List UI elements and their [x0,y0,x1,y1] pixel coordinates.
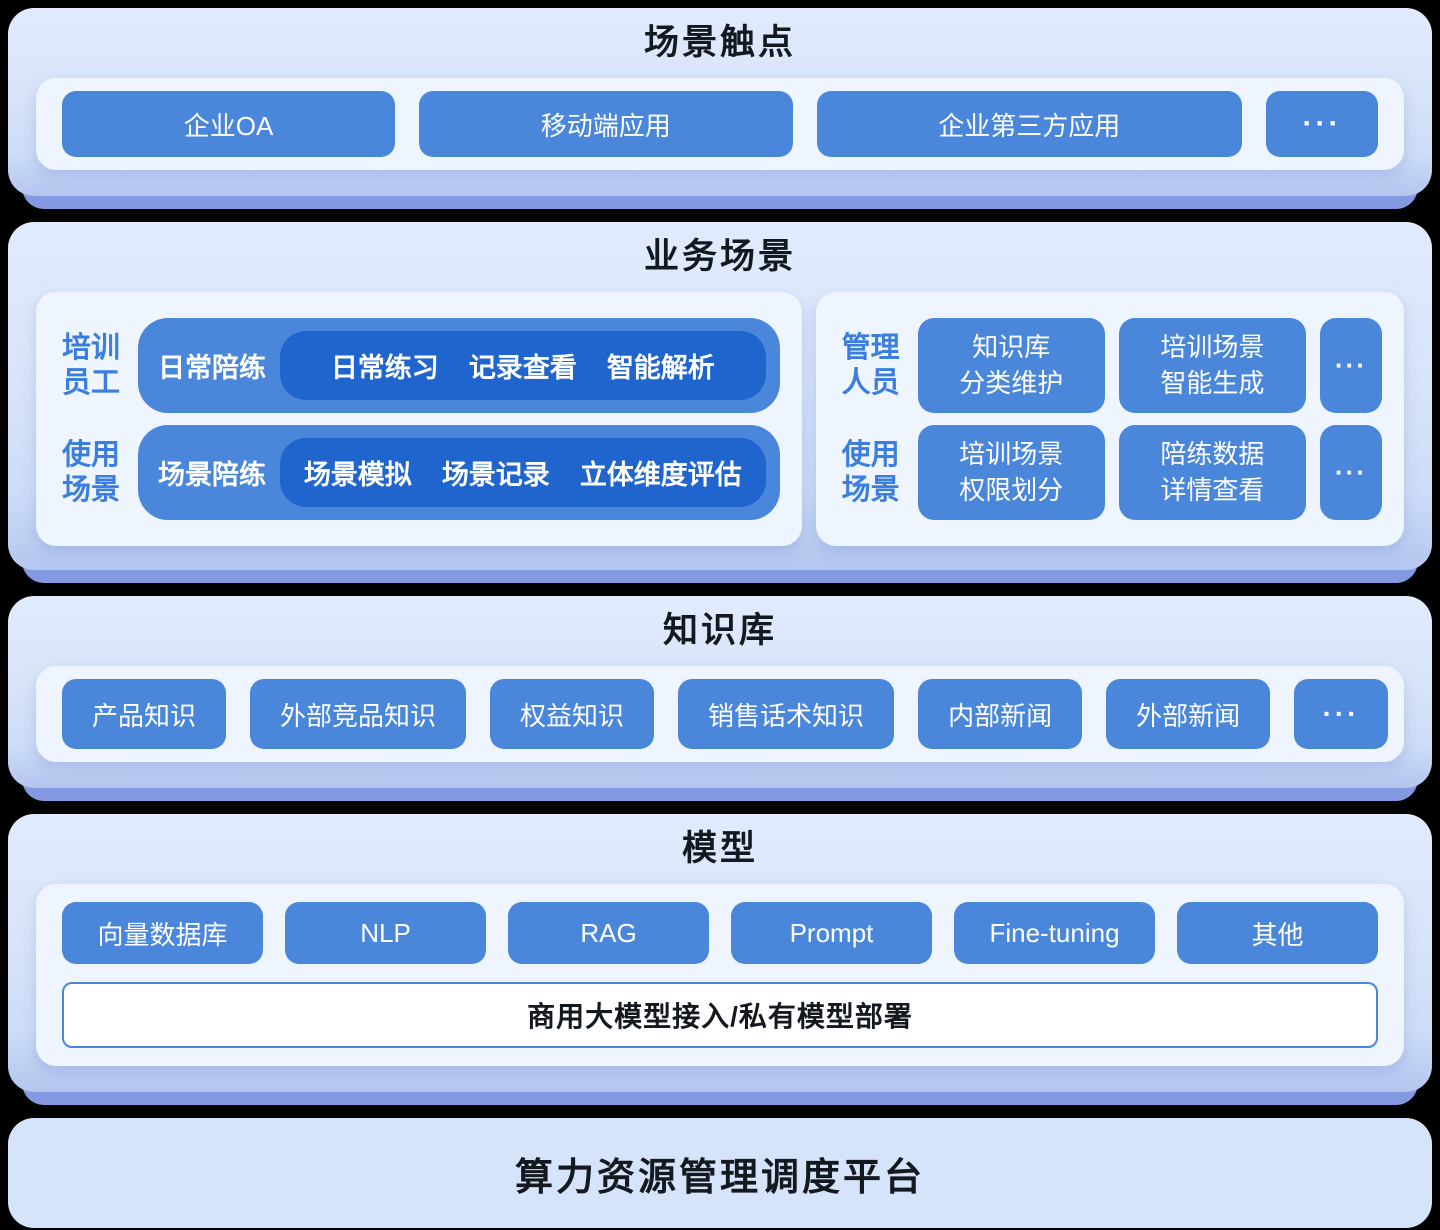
business-panels: 培训 员工 日常陪练 日常练习 记录查看 智能解析 [36,292,1404,546]
touchpoint-third-party-app-button[interactable]: 企业第三方应用 [816,91,1243,157]
employee-role-label-top: 培训 员工 [58,331,124,399]
detail-item: 场景模拟 [303,460,412,490]
kb-classification-maintenance-button[interactable]: 知识库 分类维护 [917,318,1105,413]
rights-knowledge-button[interactable]: 权益知识 [490,679,655,749]
touchpoints-face: 场景触点 企业OA 移动端应用 企业第三方应用 ··· [8,8,1432,196]
external-news-button[interactable]: 外部新闻 [1106,679,1271,749]
detail-item: 记录查看 [468,353,577,383]
button-line: 知识库 [972,332,1051,363]
fine-tuning-button[interactable]: Fine-tuning [954,902,1155,964]
section-business-scenarios: 业务场景 培训 员工 日常陪练 日常练习 记录查看 智能 [8,222,1432,583]
manager-role-label-bottom: 使用 场景 [838,438,904,506]
prompt-button[interactable]: Prompt [731,902,932,964]
business-face: 业务场景 培训 员工 日常陪练 日常练习 记录查看 智能 [8,222,1432,570]
internal-news-button[interactable]: 内部新闻 [918,679,1083,749]
scenario-training-details: 场景模拟 场景记录 立体维度评估 [280,438,766,507]
detail-item: 智能解析 [606,353,715,383]
employee-role-label-bottom: 使用 场景 [58,438,124,506]
touchpoints-title: 场景触点 [643,23,796,62]
nlp-button[interactable]: NLP [285,902,486,964]
button-line: 详情查看 [1160,474,1265,505]
rag-button[interactable]: RAG [508,902,709,964]
button-line: 分类维护 [959,367,1064,398]
compute-face: 算力资源管理调度平台 [8,1118,1432,1228]
label-line: 使用 [61,439,120,472]
training-scene-generation-button[interactable]: 培训场景 智能生成 [1118,318,1306,413]
knowledge-face: 知识库 产品知识 外部竞品知识 权益知识 销售话术知识 内部新闻 外部新闻 ··… [8,596,1432,788]
business-title: 业务场景 [643,237,796,276]
daily-training-pill-label: 日常陪练 [158,353,266,383]
competitor-knowledge-button[interactable]: 外部竞品知识 [250,679,467,749]
touchpoint-enterprise-oa-button[interactable]: 企业OA [62,91,396,157]
section-touchpoints: 场景触点 企业OA 移动端应用 企业第三方应用 ··· [8,8,1432,209]
label-line: 员工 [61,366,120,399]
model-face: 模型 向量数据库 NLP RAG Prompt Fine-tuning 其他 商… [8,814,1432,1092]
manager-row-bottom-more-button[interactable]: ··· [1320,425,1382,520]
manager-scenarios-panel: 管理 人员 知识库 分类维护 培训场景 智能生成 ··· [815,292,1404,546]
detail-item: 日常练习 [330,353,439,383]
touchpoints-panel: 企业OA 移动端应用 企业第三方应用 ··· [36,78,1404,170]
product-knowledge-button[interactable]: 产品知识 [62,679,227,749]
employee-row-scenario: 使用 场景 场景陪练 场景模拟 场景记录 立体维度评估 [58,425,780,520]
label-line: 使用 [841,439,900,472]
employee-row-daily: 培训 员工 日常陪练 日常练习 记录查看 智能解析 [58,318,780,413]
label-line: 管理 [841,332,900,365]
knowledge-panel: 产品知识 外部竞品知识 权益知识 销售话术知识 内部新闻 外部新闻 ··· [36,666,1404,762]
daily-training-pill[interactable]: 日常陪练 日常练习 记录查看 智能解析 [138,318,780,413]
daily-training-details: 日常练习 记录查看 智能解析 [280,331,766,400]
employee-scenarios-panel: 培训 员工 日常陪练 日常练习 记录查看 智能解析 [36,292,802,546]
scenario-training-pill[interactable]: 场景陪练 场景模拟 场景记录 立体维度评估 [138,425,780,520]
training-data-detail-button[interactable]: 陪练数据 详情查看 [1118,425,1306,520]
label-line: 培训 [61,332,120,365]
section-knowledge-base: 知识库 产品知识 外部竞品知识 权益知识 销售话术知识 内部新闻 外部新闻 ··… [8,596,1432,801]
label-line: 人员 [841,366,900,399]
label-line: 场景 [61,473,120,506]
detail-item: 场景记录 [441,460,550,490]
training-scene-permission-button[interactable]: 培训场景 权限划分 [917,425,1105,520]
label-line: 场景 [841,473,900,506]
vector-db-button[interactable]: 向量数据库 [62,902,263,964]
scenario-training-pill-label: 场景陪练 [158,460,266,490]
knowledge-title: 知识库 [662,611,777,650]
knowledge-more-button[interactable]: ··· [1294,679,1389,749]
button-line: 培训场景 [1160,332,1265,363]
model-panel: 向量数据库 NLP RAG Prompt Fine-tuning 其他 商用大模… [36,884,1404,1066]
sales-script-knowledge-button[interactable]: 销售话术知识 [678,679,895,749]
manager-row-top: 管理 人员 知识库 分类维护 培训场景 智能生成 ··· [838,318,1382,413]
model-buttons-row: 向量数据库 NLP RAG Prompt Fine-tuning 其他 [62,902,1378,964]
manager-role-label-top: 管理 人员 [838,331,904,399]
other-model-button[interactable]: 其他 [1177,902,1378,964]
button-line: 陪练数据 [1160,439,1265,470]
manager-row-top-more-button[interactable]: ··· [1320,318,1382,413]
touchpoints-more-button[interactable]: ··· [1266,91,1379,157]
section-model: 模型 向量数据库 NLP RAG Prompt Fine-tuning 其他 商… [8,814,1432,1105]
button-line: 培训场景 [959,439,1064,470]
model-access-bar[interactable]: 商用大模型接入/私有模型部署 [62,982,1378,1048]
section-compute-platform: 算力资源管理调度平台 [8,1118,1432,1228]
manager-row-bottom: 使用 场景 培训场景 权限划分 陪练数据 详情查看 ··· [838,425,1382,520]
compute-platform-title: 算力资源管理调度平台 [514,1156,925,1199]
model-title: 模型 [681,829,758,868]
button-line: 权限划分 [959,474,1064,505]
button-line: 智能生成 [1160,367,1265,398]
detail-item: 立体维度评估 [579,460,742,490]
touchpoint-mobile-app-button[interactable]: 移动端应用 [419,91,793,157]
